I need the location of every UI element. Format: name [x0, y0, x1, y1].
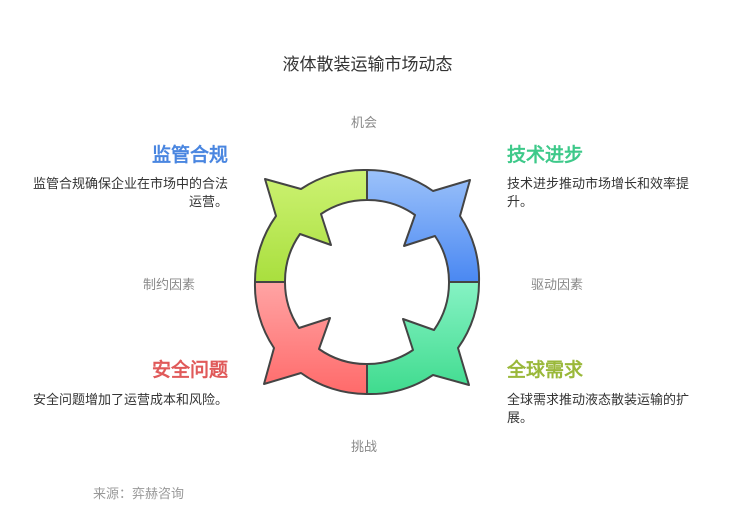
diagram-title: 液体散装运输市场动态: [282, 55, 453, 75]
segment-bottom-left: [253, 281, 368, 396]
heading-demand: 全球需求: [507, 359, 584, 381]
desc-demand: 全球需求推动液态散装运输的扩展。: [507, 393, 690, 426]
heading-safety: 安全问题: [151, 359, 228, 381]
segment-bottom-right: [366, 281, 481, 396]
desc-technology: 技术进步推动市场增长和效率提升。: [507, 177, 690, 210]
axis-label-right: 驱动因素: [531, 278, 584, 293]
axis-label-bottom: 挑战: [351, 440, 378, 455]
axis-label-left: 制约因素: [143, 278, 196, 293]
heading-technology: 技术进步: [507, 144, 584, 166]
desc-safety: 安全问题增加了运营成本和风险。: [32, 393, 228, 408]
segment-top-left: [253, 168, 368, 283]
heading-regulatory: 监管合规: [151, 144, 228, 166]
source-note: 来源：弈赫咨询: [93, 487, 185, 502]
desc-regulatory: 监管合规确保企业在市场中的合法运营。: [32, 177, 228, 210]
segment-top-right: [366, 168, 481, 283]
axis-label-top: 机会: [351, 116, 378, 131]
